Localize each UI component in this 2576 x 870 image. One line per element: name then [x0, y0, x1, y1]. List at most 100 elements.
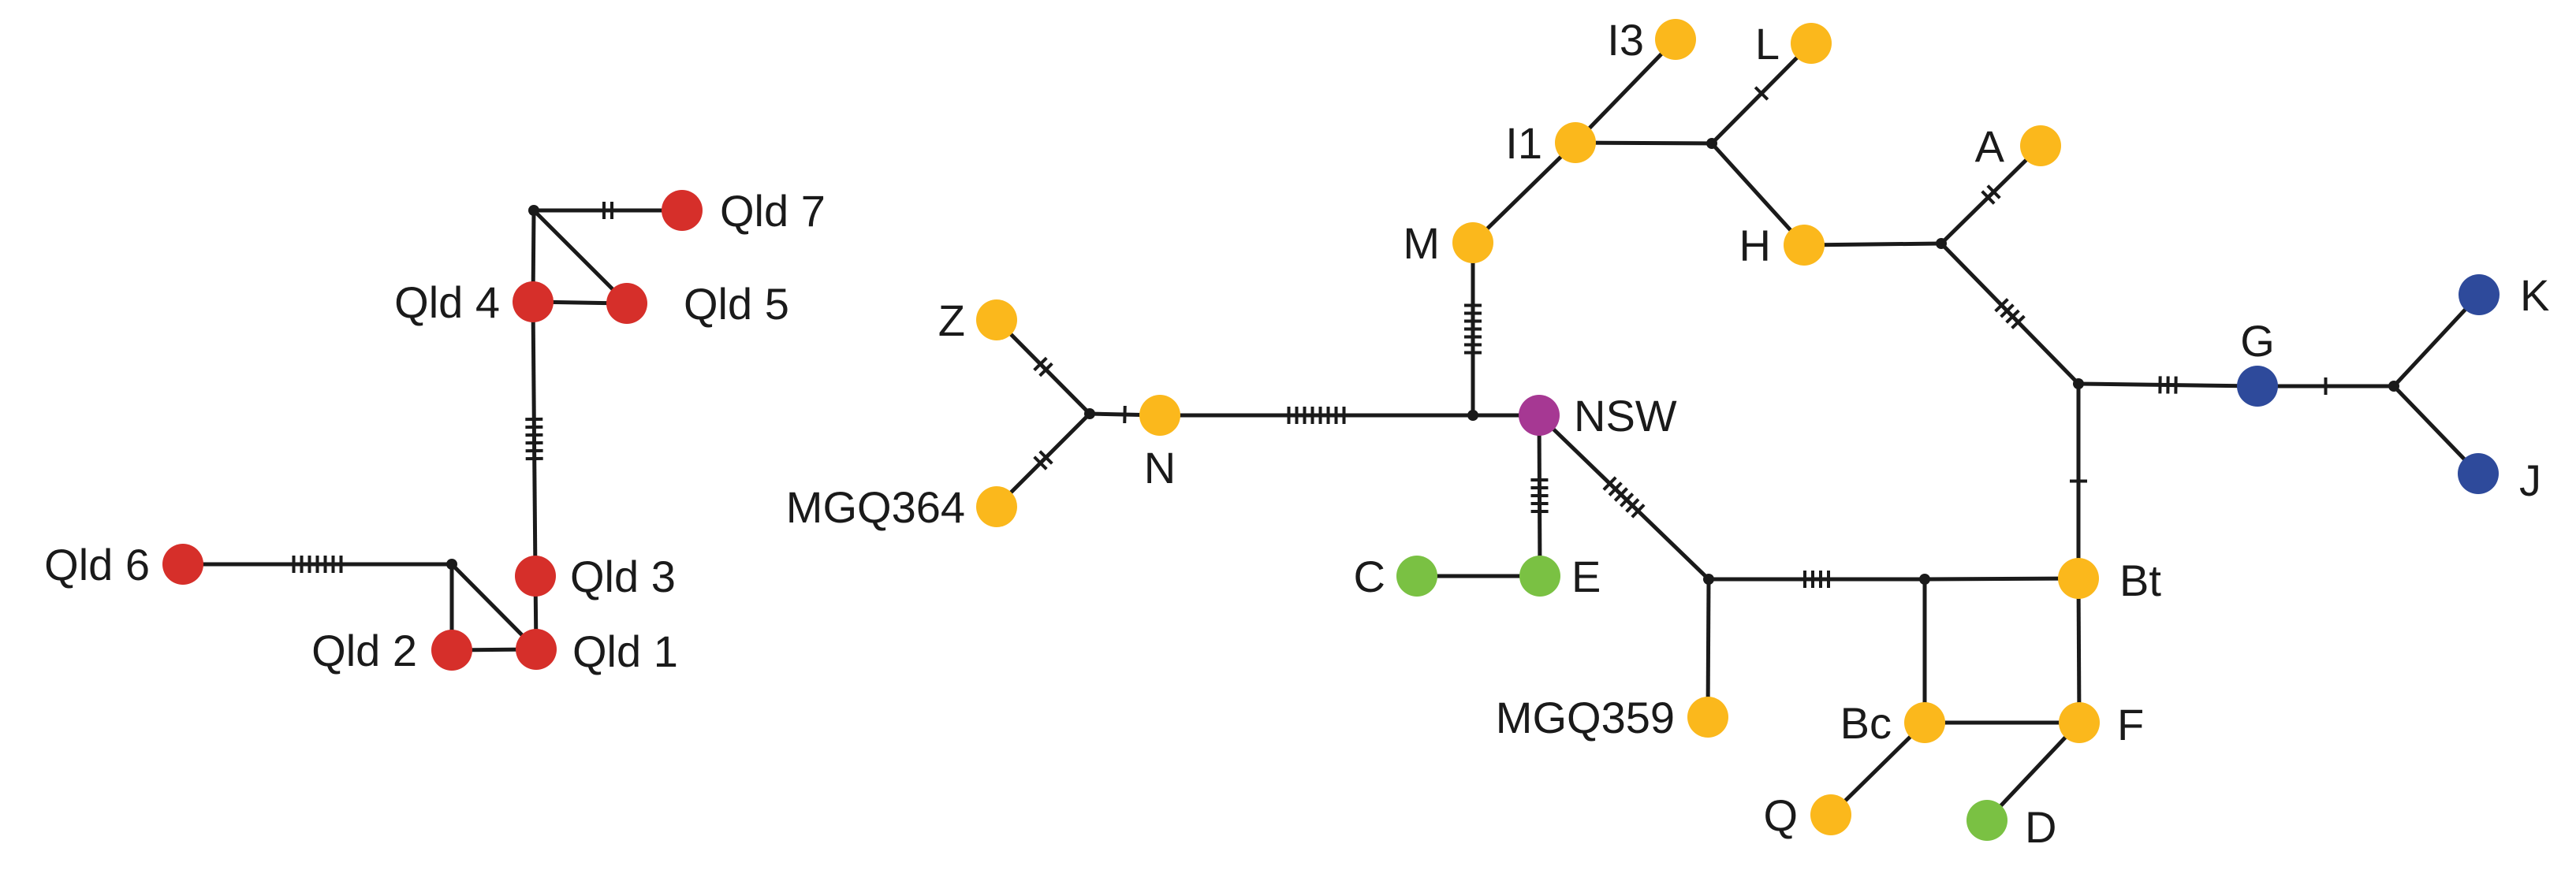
median-vectors-layer [446, 138, 2399, 585]
haplotype-label-qld5: Qld 5 [684, 279, 789, 329]
edge-bc-q [1829, 721, 1926, 816]
median-vector-j_kj [2388, 381, 2399, 392]
median-vector-j_zn [1084, 408, 1095, 419]
edge-f-d [1985, 721, 2081, 822]
haplotype-node-i1 [1555, 122, 1596, 163]
mutation-tick [1038, 450, 1053, 465]
mutation-tick [1613, 487, 1628, 502]
edge-j_ha-a [1940, 144, 2042, 245]
haplotype-label-l: L [1755, 19, 1780, 69]
median-vector-j_gbt [2073, 378, 2084, 389]
haplotype-node-qld2 [431, 630, 472, 671]
median-vector-j_qtop [528, 205, 539, 216]
haplotype-node-a [2020, 125, 2061, 166]
median-vector-j_bc [1919, 574, 1930, 585]
edge-nsw-j_ms [1538, 414, 1710, 581]
mutation-tick [1602, 476, 1617, 491]
haplotype-nodes-layer [162, 19, 2500, 841]
mutation-tick [1994, 298, 2009, 313]
median-vector-j_ha [1936, 238, 1947, 249]
mutation-tick [2000, 303, 2015, 318]
haplotype-node-qld7 [662, 190, 703, 231]
haplotype-label-f: F [2117, 700, 2144, 749]
mutation-tick [2011, 314, 2026, 329]
edge-j_lh-h [1710, 142, 1806, 247]
haplotype-label-m: M [1403, 218, 1440, 268]
haplotype-node-qld6 [162, 544, 203, 585]
mutation-tick [1608, 481, 1623, 496]
haplotype-label-c: C [1354, 552, 1385, 601]
haplotype-node-z [976, 299, 1017, 340]
haplotype-label-e: E [1571, 552, 1601, 601]
median-vector-j_nm [1467, 410, 1478, 421]
haplotype-node-h [1784, 225, 1825, 266]
mutation-tick [1033, 455, 1048, 470]
haplotype-label-h: H [1739, 221, 1771, 270]
edge-j_zn-mgq364 [995, 412, 1091, 508]
mutation-tick [1620, 493, 1635, 507]
haplotype-node-i3 [1655, 19, 1696, 60]
haplotype-label-qld7: Qld 7 [720, 186, 826, 236]
haplotype-label-mgq359: MGQ359 [1496, 693, 1675, 742]
haplotype-node-j [2458, 453, 2499, 494]
haplotype-label-mgq364: MGQ364 [786, 482, 965, 532]
mutation-tick [2005, 309, 2020, 324]
mutation-tick [1754, 86, 1769, 101]
haplotype-node-bt [2058, 558, 2099, 599]
haplotype-label-qld2: Qld 2 [311, 626, 417, 675]
median-vector-j_qbot [446, 559, 457, 570]
haplotype-label-qld1: Qld 1 [572, 626, 678, 676]
mutation-tick [1033, 356, 1048, 372]
edge-bt-f [2076, 578, 2082, 723]
haplotype-label-qld3: Qld 3 [570, 552, 676, 601]
edge-j_qtop-qld5 [532, 209, 628, 305]
haplotype-label-z: Z [938, 296, 965, 345]
edge-j_ha-j_gbt [1940, 242, 2080, 385]
haplotype-label-nsw: NSW [1574, 391, 1677, 441]
mutation-tick [1986, 184, 2001, 199]
mutation-ticks-layer [292, 86, 2328, 588]
edge-j_ms-mgq359 [1706, 578, 1711, 718]
haplotype-label-d: D [2025, 802, 2056, 852]
haplotype-node-mgq364 [976, 486, 1017, 527]
median-vector-j_ms [1703, 574, 1714, 585]
edge-qld4-qld3 [531, 301, 538, 577]
mutation-tick [1981, 190, 1996, 205]
haplotype-node-q [1810, 794, 1851, 835]
mutation-tick [1631, 504, 1646, 519]
haplotype-node-qld3 [515, 556, 556, 597]
haplotype-label-k: K [2520, 270, 2549, 320]
mutation-tick [1625, 498, 1640, 513]
haplotype-node-qld5 [606, 283, 647, 324]
haplotype-node-qld1 [516, 629, 557, 670]
haplotype-label-a: A [1975, 121, 2005, 171]
haplotype-node-n [1139, 395, 1180, 436]
haplotype-node-k [2459, 274, 2500, 315]
haplotype-node-l [1791, 23, 1832, 64]
edge-i1-i3 [1574, 38, 1677, 144]
haplotype-label-i1: I1 [1505, 118, 1542, 168]
haplotype-node-c [1396, 556, 1437, 597]
haplotype-label-n: N [1144, 443, 1176, 493]
haplotype-node-m [1452, 222, 1493, 263]
median-vector-j_lh [1706, 138, 1717, 149]
haplotype-node-mgq359 [1687, 697, 1728, 738]
haplotype-node-d [1966, 800, 2007, 841]
haplotype-label-qld4: Qld 4 [394, 277, 500, 327]
haplotype-node-e [1519, 556, 1560, 597]
edge-h-j_ha [1803, 241, 1942, 247]
haplotype-label-bt: Bt [2119, 556, 2161, 605]
haplotype-label-g: G [2240, 316, 2275, 366]
edge-j_kj-k [2392, 293, 2481, 388]
haplotype-node-g [2237, 366, 2278, 407]
haplotype-label-bc: Bc [1840, 698, 1892, 748]
haplotype-label-q: Q [1763, 790, 1798, 840]
haplotype-node-qld4 [513, 281, 554, 322]
mutation-tick [1038, 362, 1053, 377]
haplotype-label-i3: I3 [1607, 15, 1644, 65]
haplotype-node-f [2059, 702, 2100, 743]
haplotype-node-bc [1904, 702, 1945, 743]
haplotype-label-j: J [2519, 455, 2541, 505]
